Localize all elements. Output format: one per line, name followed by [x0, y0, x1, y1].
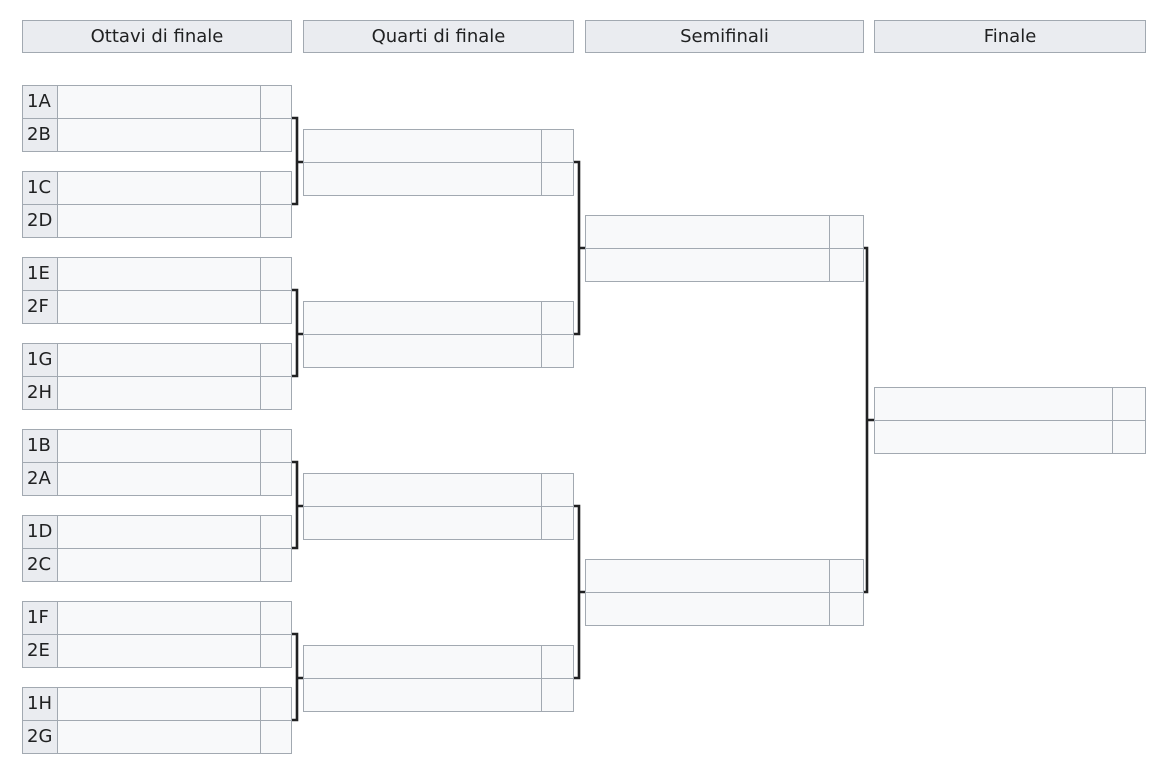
team-slot: [585, 559, 830, 593]
score-slot: [260, 687, 292, 721]
seed-label: 1C: [22, 171, 58, 205]
team-slot: [57, 429, 261, 463]
bracket-connector: [574, 504, 585, 680]
team-slot: [57, 204, 261, 238]
score-slot: [260, 204, 292, 238]
seed-label: 1B: [22, 429, 58, 463]
team-slot: [303, 473, 542, 507]
team-slot: [57, 257, 261, 291]
score-slot: [1112, 420, 1146, 454]
seed-label: 1E: [22, 257, 58, 291]
score-slot: [260, 515, 292, 549]
team-slot: [57, 462, 261, 496]
score-slot: [260, 343, 292, 377]
seed-label: 2H: [22, 376, 58, 410]
team-slot: [57, 290, 261, 324]
score-slot: [829, 559, 864, 593]
score-slot: [260, 290, 292, 324]
score-slot: [260, 376, 292, 410]
seed-label: 2B: [22, 118, 58, 152]
score-slot: [260, 118, 292, 152]
score-slot: [260, 601, 292, 635]
score-slot: [541, 645, 574, 679]
bracket-connector: [292, 288, 303, 378]
round-header: Quarti di finale: [303, 20, 574, 53]
seed-label: 1D: [22, 515, 58, 549]
team-slot: [303, 301, 542, 335]
score-slot: [541, 129, 574, 163]
bracket-connector: [292, 460, 303, 550]
score-slot: [829, 248, 864, 282]
seed-label: 2G: [22, 720, 58, 754]
seed-label: 1F: [22, 601, 58, 635]
team-slot: [303, 162, 542, 196]
score-slot: [541, 334, 574, 368]
team-slot: [57, 548, 261, 582]
score-slot: [260, 171, 292, 205]
team-slot: [585, 248, 830, 282]
score-slot: [260, 462, 292, 496]
team-slot: [57, 720, 261, 754]
score-slot: [541, 506, 574, 540]
seed-label: 2D: [22, 204, 58, 238]
team-slot: [57, 376, 261, 410]
team-slot: [57, 687, 261, 721]
seed-label: 1A: [22, 85, 58, 119]
team-slot: [57, 118, 261, 152]
team-slot: [303, 645, 542, 679]
score-slot: [1112, 387, 1146, 421]
team-slot: [303, 334, 542, 368]
bracket-connector: [574, 160, 585, 336]
team-slot: [57, 634, 261, 668]
score-slot: [541, 162, 574, 196]
score-slot: [260, 429, 292, 463]
score-slot: [829, 215, 864, 249]
team-slot: [57, 515, 261, 549]
team-slot: [585, 215, 830, 249]
bracket-connector: [864, 246, 874, 594]
seed-label: 2A: [22, 462, 58, 496]
team-slot: [303, 129, 542, 163]
round-header: Finale: [874, 20, 1146, 53]
round-header: Ottavi di finale: [22, 20, 292, 53]
score-slot: [541, 473, 574, 507]
seed-label: 2C: [22, 548, 58, 582]
score-slot: [829, 592, 864, 626]
score-slot: [260, 85, 292, 119]
score-slot: [260, 634, 292, 668]
team-slot: [57, 343, 261, 377]
seed-label: 2E: [22, 634, 58, 668]
score-slot: [260, 720, 292, 754]
seed-label: 2F: [22, 290, 58, 324]
round-header: Semifinali: [585, 20, 864, 53]
score-slot: [541, 678, 574, 712]
team-slot: [874, 420, 1113, 454]
score-slot: [541, 301, 574, 335]
team-slot: [303, 678, 542, 712]
team-slot: [57, 85, 261, 119]
seed-label: 1G: [22, 343, 58, 377]
team-slot: [57, 601, 261, 635]
seed-label: 1H: [22, 687, 58, 721]
bracket-connector: [292, 116, 303, 206]
team-slot: [585, 592, 830, 626]
team-slot: [303, 506, 542, 540]
bracket-connector: [292, 632, 303, 722]
team-slot: [874, 387, 1113, 421]
score-slot: [260, 257, 292, 291]
team-slot: [57, 171, 261, 205]
score-slot: [260, 548, 292, 582]
